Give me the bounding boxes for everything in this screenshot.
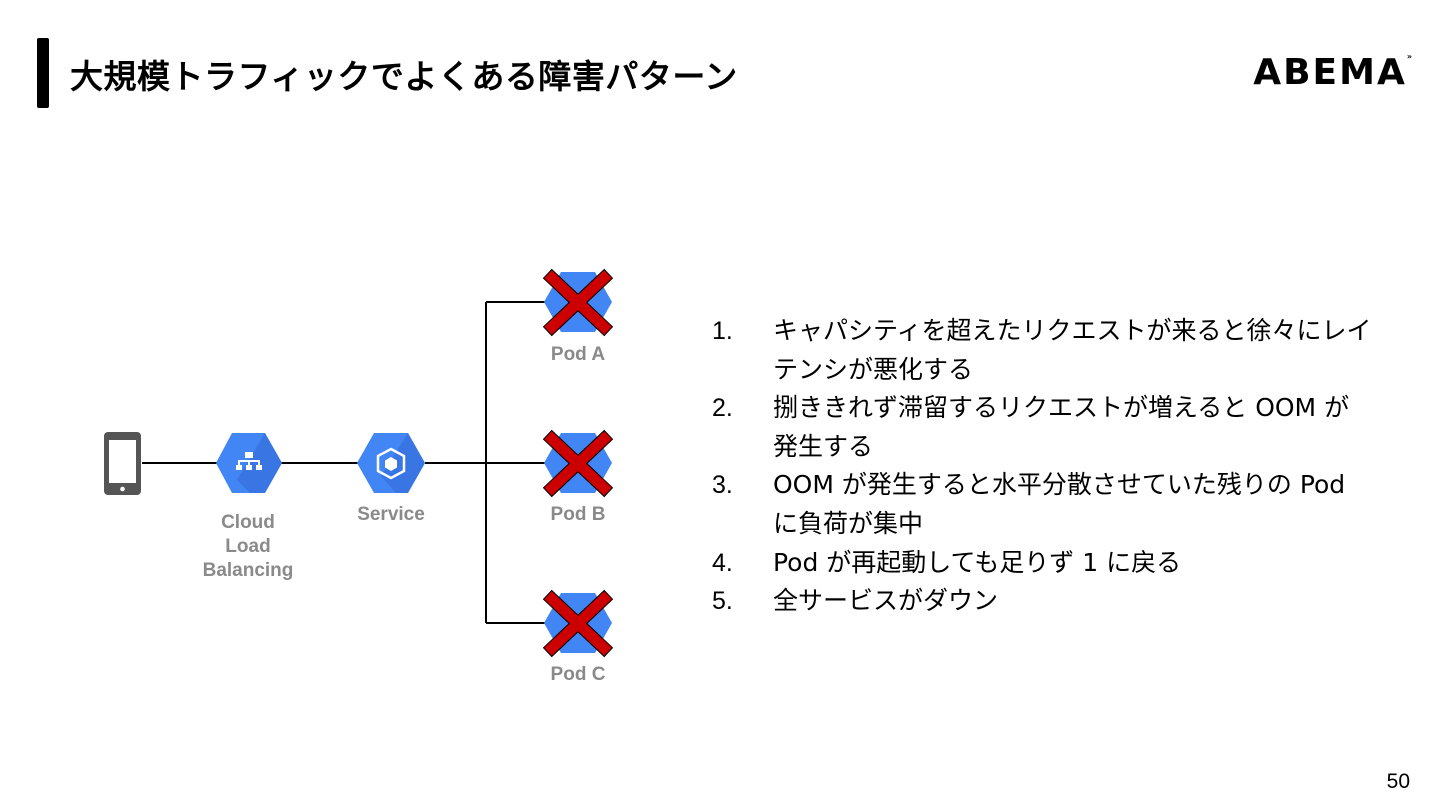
- pod-c-node: [542, 589, 614, 658]
- pod-a-node: [542, 268, 614, 337]
- step-text: OOM が発生すると水平分散させていた残りの Pod に負荷が集中: [773, 470, 1346, 538]
- step-number: 1.: [712, 317, 733, 345]
- logo-text: ABEMA: [1253, 52, 1407, 93]
- list-item: 4. Pod が再起動しても足りず 1 に戻る: [712, 544, 1372, 583]
- pod-b-node: [542, 429, 614, 498]
- smartphone-icon: [104, 432, 141, 495]
- step-text: 全サービスがダウン: [773, 586, 999, 616]
- step-text: キャパシティを超えたリクエストが来ると徐々にレイテンシが悪化する: [773, 316, 1372, 384]
- step-text: 捌ききれず滞留するリクエストが増えると OOM が発生する: [773, 393, 1350, 461]
- service-icon: [357, 433, 425, 493]
- step-number: 5.: [712, 587, 733, 616]
- step-text: Pod が再起動しても足りず 1 に戻る: [773, 547, 1182, 577]
- page-title: 大規模トラフィックでよくある障害パターン: [70, 57, 738, 96]
- label-pod-a: Pod A: [550, 344, 606, 365]
- list-item: 5. 全サービスがダウン: [712, 582, 1372, 621]
- connection-lines: [142, 301, 548, 624]
- label-pod-b: Pod B: [550, 504, 606, 525]
- step-number: 4.: [712, 548, 733, 577]
- logo-mark: »: [1406, 52, 1412, 61]
- page-number: 50: [1386, 770, 1410, 793]
- list-item: 1. キャパシティを超えたリクエストが来ると徐々にレイテンシが悪化する: [712, 312, 1372, 389]
- step-number: 3.: [712, 471, 733, 500]
- list-item: 3. OOM が発生すると水平分散させていた残りの Pod に負荷が集中: [712, 466, 1372, 543]
- failure-x-icon-fill: [544, 270, 612, 335]
- failure-steps-list: 1. キャパシティを超えたリクエストが来ると徐々にレイテンシが悪化する 2. 捌きき…: [712, 312, 1372, 621]
- label-service: Service: [357, 504, 425, 525]
- label-cloud-load-balancing: Cloud Load Balancing: [202, 512, 294, 581]
- abema-logo: ABEMA»: [1253, 52, 1412, 93]
- step-number: 2.: [712, 394, 733, 423]
- failure-x-icon-fill: [544, 591, 612, 656]
- title-accent-bar: [37, 38, 49, 108]
- load-balancer-icon: [216, 433, 282, 493]
- list-item: 2. 捌ききれず滞留するリクエストが増えると OOM が発生する: [712, 389, 1372, 466]
- failure-x-icon-fill: [544, 431, 612, 496]
- label-pod-c: Pod C: [550, 664, 606, 685]
